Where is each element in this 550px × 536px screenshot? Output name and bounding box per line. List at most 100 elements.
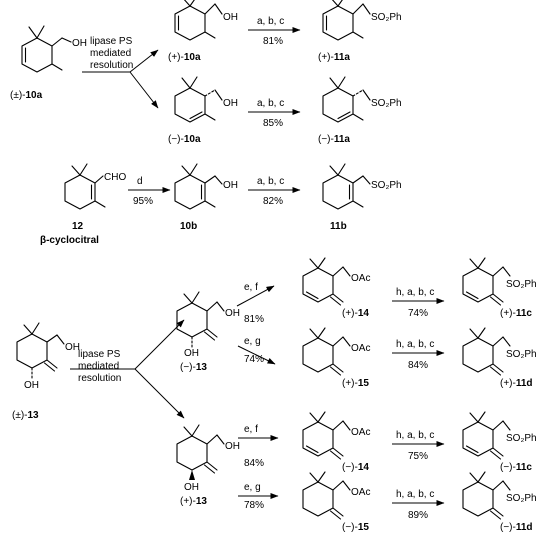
compound-label-plus-11c: (+)-11c <box>500 308 532 319</box>
yield-label: 75% <box>408 451 428 462</box>
reagent-label: e, f <box>244 282 258 293</box>
yield-label: 84% <box>408 360 428 371</box>
compound-label-minus-10a: (−)-10a <box>168 134 201 145</box>
structure-11b: SO₂Ph <box>322 163 402 210</box>
reagent-label: h, a, b, c <box>396 489 434 500</box>
compound-label-minus-11d: (−)-11d <box>500 522 533 533</box>
compound-labels: (±)-10a (+)-10a (−)-10a (+)-11a (−)-11a … <box>10 52 533 533</box>
acetate-group: OAc <box>351 343 370 354</box>
reagent-label: e, f <box>244 424 258 435</box>
reaction-conditions: lipase PS mediated resolution a, b, c 81… <box>78 16 434 521</box>
compound-label-plus-10a: (+)-10a <box>168 52 201 63</box>
hydroxyl-group: OH <box>223 12 238 23</box>
sulfonyl-group: SO₂Ph <box>506 279 537 290</box>
sulfonyl-group: SO₂Ph <box>371 180 402 191</box>
resolution-text-1: lipase PS <box>78 349 121 360</box>
structure-minus-11c: SO₂Ph <box>462 411 537 460</box>
yield-label: 74% <box>408 308 428 319</box>
hydroxyl-group: OH <box>225 308 240 319</box>
sulfonyl-group: SO₂Ph <box>506 349 537 360</box>
compound-label-minus-11c: (−)-11c <box>500 462 532 473</box>
reagent-label: a, b, c <box>257 16 284 27</box>
compound-label-minus-11a: (−)-11a <box>318 134 350 145</box>
structure-plus-11a: SO₂Ph <box>322 0 402 41</box>
acetate-group: OAc <box>351 487 370 498</box>
compound-label-11b: 11b <box>330 221 347 232</box>
reagent-label: a, b, c <box>257 98 284 109</box>
yield-label: 95% <box>133 196 153 207</box>
acetate-group: OAc <box>351 273 370 284</box>
hydroxyl-group: OH <box>65 342 80 353</box>
sulfonyl-group: SO₂Ph <box>506 493 537 504</box>
hydroxyl-group: OH <box>72 38 87 49</box>
compound-label-rac-13: (±)-13 <box>12 410 39 421</box>
resolution-text-3: resolution <box>78 373 121 384</box>
hydroxyl-group: OH <box>184 482 199 493</box>
structure-plus-15: OAc <box>302 327 370 376</box>
compound-label-10b: 10b <box>180 221 197 232</box>
yield-label: 89% <box>408 510 428 521</box>
structure-minus-11a: SO₂Ph <box>322 76 402 123</box>
resolution-text-3: resolution <box>90 60 133 71</box>
hydroxyl-group: OH <box>225 441 240 452</box>
reagent-label: a, b, c <box>257 176 284 187</box>
structure-minus-14: OAc <box>302 411 370 460</box>
hydroxyl-group: OH <box>24 380 39 391</box>
arrow-to-plus-13 <box>134 368 185 419</box>
arrow-to-minus-13 <box>134 319 185 370</box>
yield-label: 81% <box>244 314 264 325</box>
structure-plus-11d: SO₂Ph <box>462 327 537 376</box>
compound-label-rac-10a: (±)-10a <box>10 90 43 101</box>
arrow-to-minus-10a <box>129 71 159 109</box>
yield-label: 78% <box>244 500 264 511</box>
sulfonyl-group: SO₂Ph <box>371 12 402 23</box>
compound-label-minus-14: (−)-14 <box>342 462 369 473</box>
structure-rac-13: OH OH <box>16 322 80 391</box>
arrow-minus13-to-plus14 <box>236 285 275 307</box>
compound-label-plus-11a: (+)-11a <box>318 52 350 63</box>
compound-label-12: 12 <box>72 221 84 232</box>
compound-label-minus-15: (−)-15 <box>342 522 369 533</box>
resolution-text-2: mediated <box>90 48 131 59</box>
arrow-minus13-to-plus15 <box>237 345 276 365</box>
compound-label-plus-13: (+)-13 <box>180 496 207 507</box>
hydroxyl-group: OH <box>223 180 238 191</box>
compound-label-plus-14: (+)-14 <box>342 308 369 319</box>
structure-minus-11d: SO₂Ph <box>462 471 537 520</box>
sulfonyl-group: SO₂Ph <box>371 98 402 109</box>
hydroxyl-group: OH <box>223 98 238 109</box>
reagent-label: h, a, b, c <box>396 430 434 441</box>
reagent-label: e, g <box>244 482 261 493</box>
yield-label: 81% <box>263 36 283 47</box>
yield-label: 85% <box>263 118 283 129</box>
reaction-arrows <box>70 27 445 506</box>
compound-name-beta-cyclocitral: β-cyclocitral <box>40 235 99 246</box>
resolution-text-1: lipase PS <box>90 36 133 47</box>
structure-10b: OH <box>174 163 238 210</box>
structure-plus-14: OAc <box>302 257 370 306</box>
structure-12: CHO <box>64 163 126 210</box>
reagent-label: h, a, b, c <box>396 287 434 298</box>
structure-rac-10a: OH <box>21 25 87 73</box>
structure-minus-15: OAc <box>302 471 370 520</box>
structure-minus-13: OH OH <box>176 291 240 359</box>
compound-label-plus-11d: (+)-11d <box>500 378 533 389</box>
acetate-group: OAc <box>351 427 370 438</box>
reagent-label: d <box>137 176 143 187</box>
aldehyde-group: CHO <box>104 172 126 183</box>
yield-label: 82% <box>263 196 283 207</box>
resolution-text-2: mediated <box>78 361 119 372</box>
structure-plus-10a: OH <box>174 0 238 41</box>
yield-label: 84% <box>244 458 264 469</box>
reagent-label: h, a, b, c <box>396 339 434 350</box>
compound-label-minus-13: (−)-13 <box>180 362 207 373</box>
sulfonyl-group: SO₂Ph <box>506 433 537 444</box>
compound-label-plus-15: (+)-15 <box>342 378 369 389</box>
yield-label: 74% <box>244 354 264 365</box>
hydroxyl-group: OH <box>184 348 199 359</box>
reagent-label: e, g <box>244 336 261 347</box>
structure-plus-11c: SO₂Ph <box>462 257 537 306</box>
arrow-to-plus-10a <box>129 49 159 73</box>
structure-minus-10a: OH <box>174 76 238 123</box>
